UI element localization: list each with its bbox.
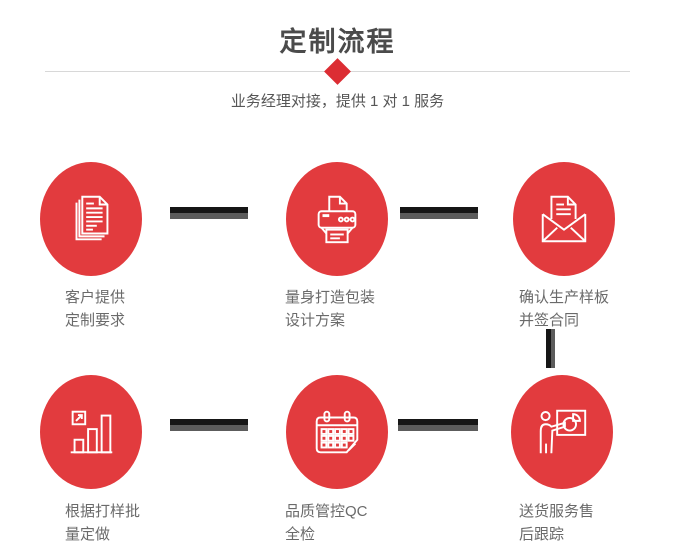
- step-label-4: 根据打样批 量定做: [65, 500, 140, 546]
- step-circle-documents: [40, 162, 142, 276]
- printer-icon: [317, 195, 357, 244]
- connector-step4-step5: [170, 419, 248, 431]
- step-label-5: 品质管控QC 全检: [285, 500, 368, 546]
- bar-chart-icon: [70, 410, 113, 454]
- step-label-line: 设计方案: [285, 312, 346, 329]
- step-label-line: 根据打样批: [65, 503, 141, 520]
- diamond-marker: [324, 58, 351, 85]
- documents-icon: [75, 195, 109, 241]
- step-label-3: 确认生产样板 并签合同: [519, 286, 609, 332]
- step-label-1: 客户提供 定制要求: [65, 286, 125, 332]
- connector-step1-step2: [170, 207, 248, 219]
- step-label-line: 定制要求: [65, 312, 126, 329]
- connector-step2-step3: [400, 207, 478, 219]
- step-label-line: 送货服务售: [519, 503, 595, 520]
- step-label-2: 量身打造包装 设计方案: [285, 286, 375, 332]
- step-label-line: 并签合同: [519, 312, 580, 329]
- step-circle-bar-chart: [40, 375, 142, 489]
- page-title: 定制流程: [279, 27, 396, 57]
- step-label-line: 客户提供: [65, 289, 126, 306]
- envelope-icon: [541, 195, 587, 243]
- step-circle-calendar: [286, 375, 388, 489]
- presentation-icon: [539, 409, 587, 454]
- step-circle-envelope: [513, 162, 615, 276]
- step-label-line: 量身打造包装: [285, 289, 376, 306]
- step-label-line: 后跟踪: [519, 526, 565, 543]
- calendar-icon: [315, 410, 359, 454]
- connector-step3-step6: [546, 329, 555, 368]
- step-label-6: 送货服务售 后跟踪: [519, 500, 594, 546]
- step-circle-printer: [286, 162, 388, 276]
- step-label-line: 量定做: [65, 526, 111, 543]
- step-label-line: 确认生产样板: [519, 289, 610, 306]
- step-circle-presentation: [511, 375, 613, 489]
- step-label-line: 全检: [285, 526, 316, 543]
- step-label-line: 品质管控QC: [285, 503, 368, 520]
- connector-step5-step6: [398, 419, 478, 431]
- page-subtitle: 业务经理对接，提供 1 对 1 服务: [230, 93, 445, 110]
